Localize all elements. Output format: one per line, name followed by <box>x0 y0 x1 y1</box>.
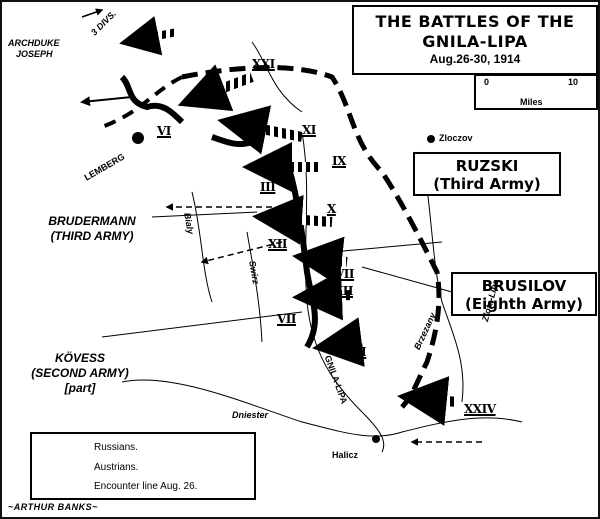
pointer-brusilov <box>361 266 453 293</box>
corps-vi: VI <box>157 124 171 138</box>
ruzski-name: RUZSKI <box>455 157 519 175</box>
lemberg-dot <box>132 132 144 144</box>
brusilov-name: BRUSILOV <box>481 277 567 295</box>
corps-vii-west: VII <box>277 312 297 326</box>
brudermann-label: BRUDERMANN (THIRD ARMY) <box>32 214 152 244</box>
corps-viii: VIII <box>342 345 367 359</box>
pointer-ruzski <box>331 241 443 253</box>
title-panel: THE BATTLES OF THE GNILA-LIPA Aug.26-30,… <box>352 5 598 75</box>
artist-signature: ~ARTHUR BANKS~ <box>8 502 98 512</box>
russian-arrow-vii <box>292 236 348 287</box>
corps-xii-east: XII <box>334 284 354 298</box>
austrian-line-north <box>211 134 253 148</box>
brusilov-sub: (Eighth Army) <box>464 295 583 313</box>
russian-arrow-xii <box>292 270 353 321</box>
legend-austrians-label: Austrians. <box>94 462 139 473</box>
pointer-kovess <box>101 311 303 338</box>
ruzski-box: RUZSKI (Third Army) <box>413 152 561 196</box>
encounter-line <box>181 65 442 409</box>
corps-x: X <box>327 202 336 216</box>
russian-arrow-xxi <box>177 64 254 111</box>
corps-iii: III <box>260 180 276 194</box>
zloczov-label: Zloczov <box>439 133 473 143</box>
corps-ix: IX <box>332 154 346 168</box>
kovess-label: KÖVESS (SECOND ARMY) [part] <box>30 351 130 396</box>
brudermann-name: BRUDERMANN <box>48 214 136 228</box>
halicz-label: Halicz <box>332 450 359 460</box>
archduke-arrow <box>81 8 104 18</box>
kovess-sub: (SECOND ARMY) <box>31 366 129 380</box>
kovess-name: KÖVESS <box>54 351 105 365</box>
river-north-stream <box>251 41 303 113</box>
scale-end: 10 <box>568 77 579 87</box>
austrian-line-lemberg <box>119 74 185 125</box>
brudermann-sub: (THIRD ARMY) <box>50 229 134 243</box>
archduke-label-1: ARCHDUKE <box>8 38 60 48</box>
scale-unit: Miles <box>520 97 543 107</box>
river-dniester <box>121 379 523 437</box>
zloczov-dot <box>427 135 435 143</box>
legend-encounter-label: Encounter line Aug. 26. <box>94 481 198 492</box>
brusilov-box: BRUSILOV (Eighth Army) <box>451 272 597 316</box>
russian-arrow-xxiv <box>397 376 458 426</box>
austrian-arrow-lemberg <box>80 96 133 107</box>
legend-panel: Russians. Austrians. Encounter line Aug.… <box>30 432 256 500</box>
corps-xi-russian: XI <box>302 123 316 137</box>
russian-arrow-x <box>252 194 333 245</box>
legend-russians-label: Russians. <box>94 442 138 453</box>
river-bialy <box>191 191 213 303</box>
corps-xxi: XXI <box>252 57 275 71</box>
map-title-line1: THE BATTLES OF THE <box>375 12 575 31</box>
russian-arrow-viii <box>312 317 365 367</box>
map-dates: Aug.26-30, 1914 <box>429 52 521 66</box>
scale-panel: 0 10 Miles <box>474 74 598 110</box>
pointer-brudermann <box>151 211 258 218</box>
russian-arrow-xi <box>217 105 303 155</box>
encounter-line-west <box>101 75 183 129</box>
austrian-arrow-swirz <box>200 241 283 265</box>
dniester-label: Dniester <box>232 410 269 420</box>
scale-start: 0 <box>484 77 490 87</box>
map-title-line2: GNILA-LIPA <box>422 32 528 51</box>
ruzski-sub: (Third Army) <box>433 175 541 193</box>
river-swirz <box>246 231 263 343</box>
corps-xxiv: XXIV <box>464 402 496 416</box>
corps-xii-west: XII <box>268 237 288 251</box>
halicz-dot <box>372 435 380 443</box>
archduke-label-2: JOSEPH <box>16 49 53 59</box>
kovess-note: [part] <box>64 381 96 395</box>
russian-arrow-north <box>119 16 178 56</box>
corps-vii-russian: VII <box>335 267 355 281</box>
river-zlota-lipa <box>421 151 464 403</box>
